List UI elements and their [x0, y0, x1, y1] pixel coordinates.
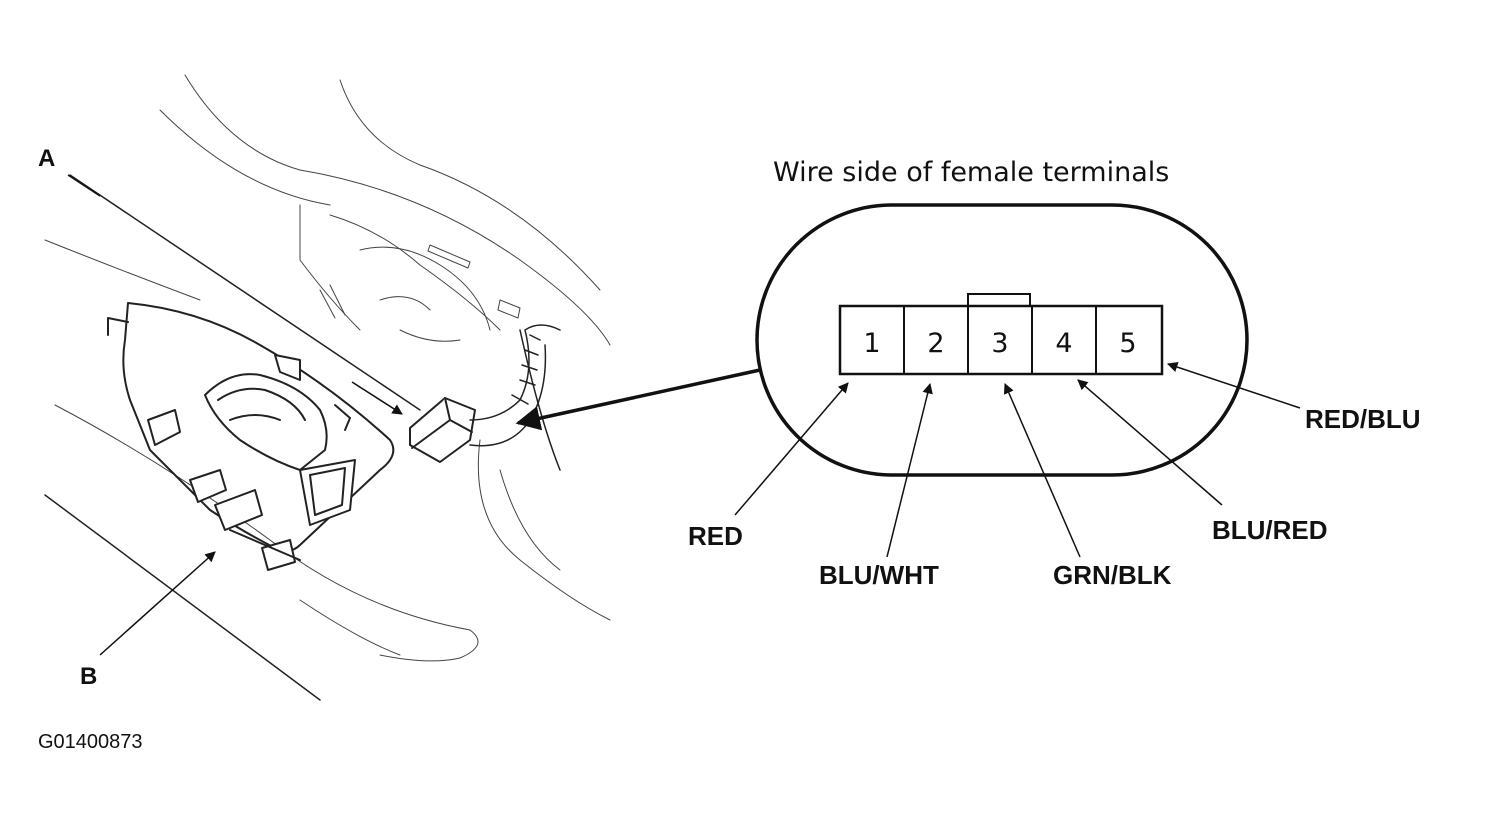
pin-number: 3	[991, 328, 1008, 359]
callout-a-leader	[67, 174, 101, 197]
wire-leader-pin-1	[734, 382, 849, 516]
callout-b-leader	[99, 551, 216, 656]
callout-a-label: A	[38, 145, 55, 172]
pin-number: 4	[1055, 328, 1072, 359]
callout-b-label: B	[80, 663, 97, 690]
figure-code: G01400873	[38, 731, 143, 753]
pin-number: 2	[927, 328, 944, 359]
wire-leader-pin-2	[886, 382, 933, 558]
connector-heading: Wire side of female terminals	[773, 157, 1169, 188]
pin-number: 1	[863, 328, 880, 359]
connector-housing	[838, 304, 1164, 376]
wire-color-label: BLU/WHT	[819, 560, 939, 590]
wire-color-label: RED	[688, 521, 743, 551]
door-panel-illustration	[44, 74, 611, 701]
wire-leader-pin-4	[1077, 379, 1223, 506]
arrow-to-harness	[515, 368, 761, 431]
connector-outline	[755, 203, 1249, 477]
wire-color-label: BLU/RED	[1212, 515, 1328, 545]
wire-color-label: GRN/BLK	[1053, 560, 1172, 590]
pin-number: 5	[1119, 328, 1136, 359]
wire-leader-pin-3	[1003, 383, 1081, 558]
wire-leader-pin-5	[1167, 362, 1301, 409]
arrow-to-connector-a	[351, 381, 403, 415]
connector-detail: Wire side of female terminals 1 2 3 4 5	[755, 157, 1249, 477]
wire-color-label: RED/BLU	[1305, 404, 1421, 434]
